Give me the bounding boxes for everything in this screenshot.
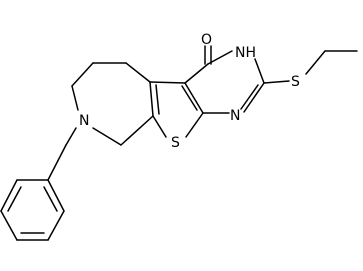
bond-c2-s [263,80,290,84]
bond-s-ch2 [305,50,326,75]
bond-c3a-c4 [125,62,151,83]
bond-c2-n1 [243,82,265,113]
atom-s-thiophene: S [171,135,180,151]
bond-ph-6-double [43,186,58,212]
bond-ph-2 [0,179,18,212]
atom-nh: NH [235,45,256,61]
bond-c8a-c4a-double [181,85,198,111]
bond-c4-n3 [207,50,233,65]
bonds [0,45,358,241]
atom-s-thioether: S [291,74,300,90]
bond-c6-n [71,85,79,111]
bond-c8a-s [185,112,204,138]
bond-c2-n1-double [240,84,259,110]
bond-s-c7a [152,115,167,138]
atom-oxygen: O [201,32,212,48]
bond-ph-6 [47,179,65,212]
bond-c7a-c3a [149,81,154,117]
bond-ch2-ph [47,144,67,181]
bond-n-c7 [92,127,122,146]
atom-n-amine: N [79,113,89,129]
bond-n3-c2 [254,58,265,84]
bond-c3a-c4a [149,81,186,84]
bond-c8a-c4a [184,82,204,114]
bond-n-ch2 [65,127,77,146]
bond-c7-c7a [120,115,154,146]
bond-ph-2-double [7,186,22,212]
atom-labels: O NH N N S S [79,32,300,151]
bond-c7a-c3a-double [155,84,160,115]
bond-ph-5 [47,210,65,241]
bond-c5-c6 [71,62,94,87]
atom-n-pyrimidine: N [230,108,240,124]
bond-ph-3 [0,210,18,241]
bond-c4a-c4 [184,63,209,84]
